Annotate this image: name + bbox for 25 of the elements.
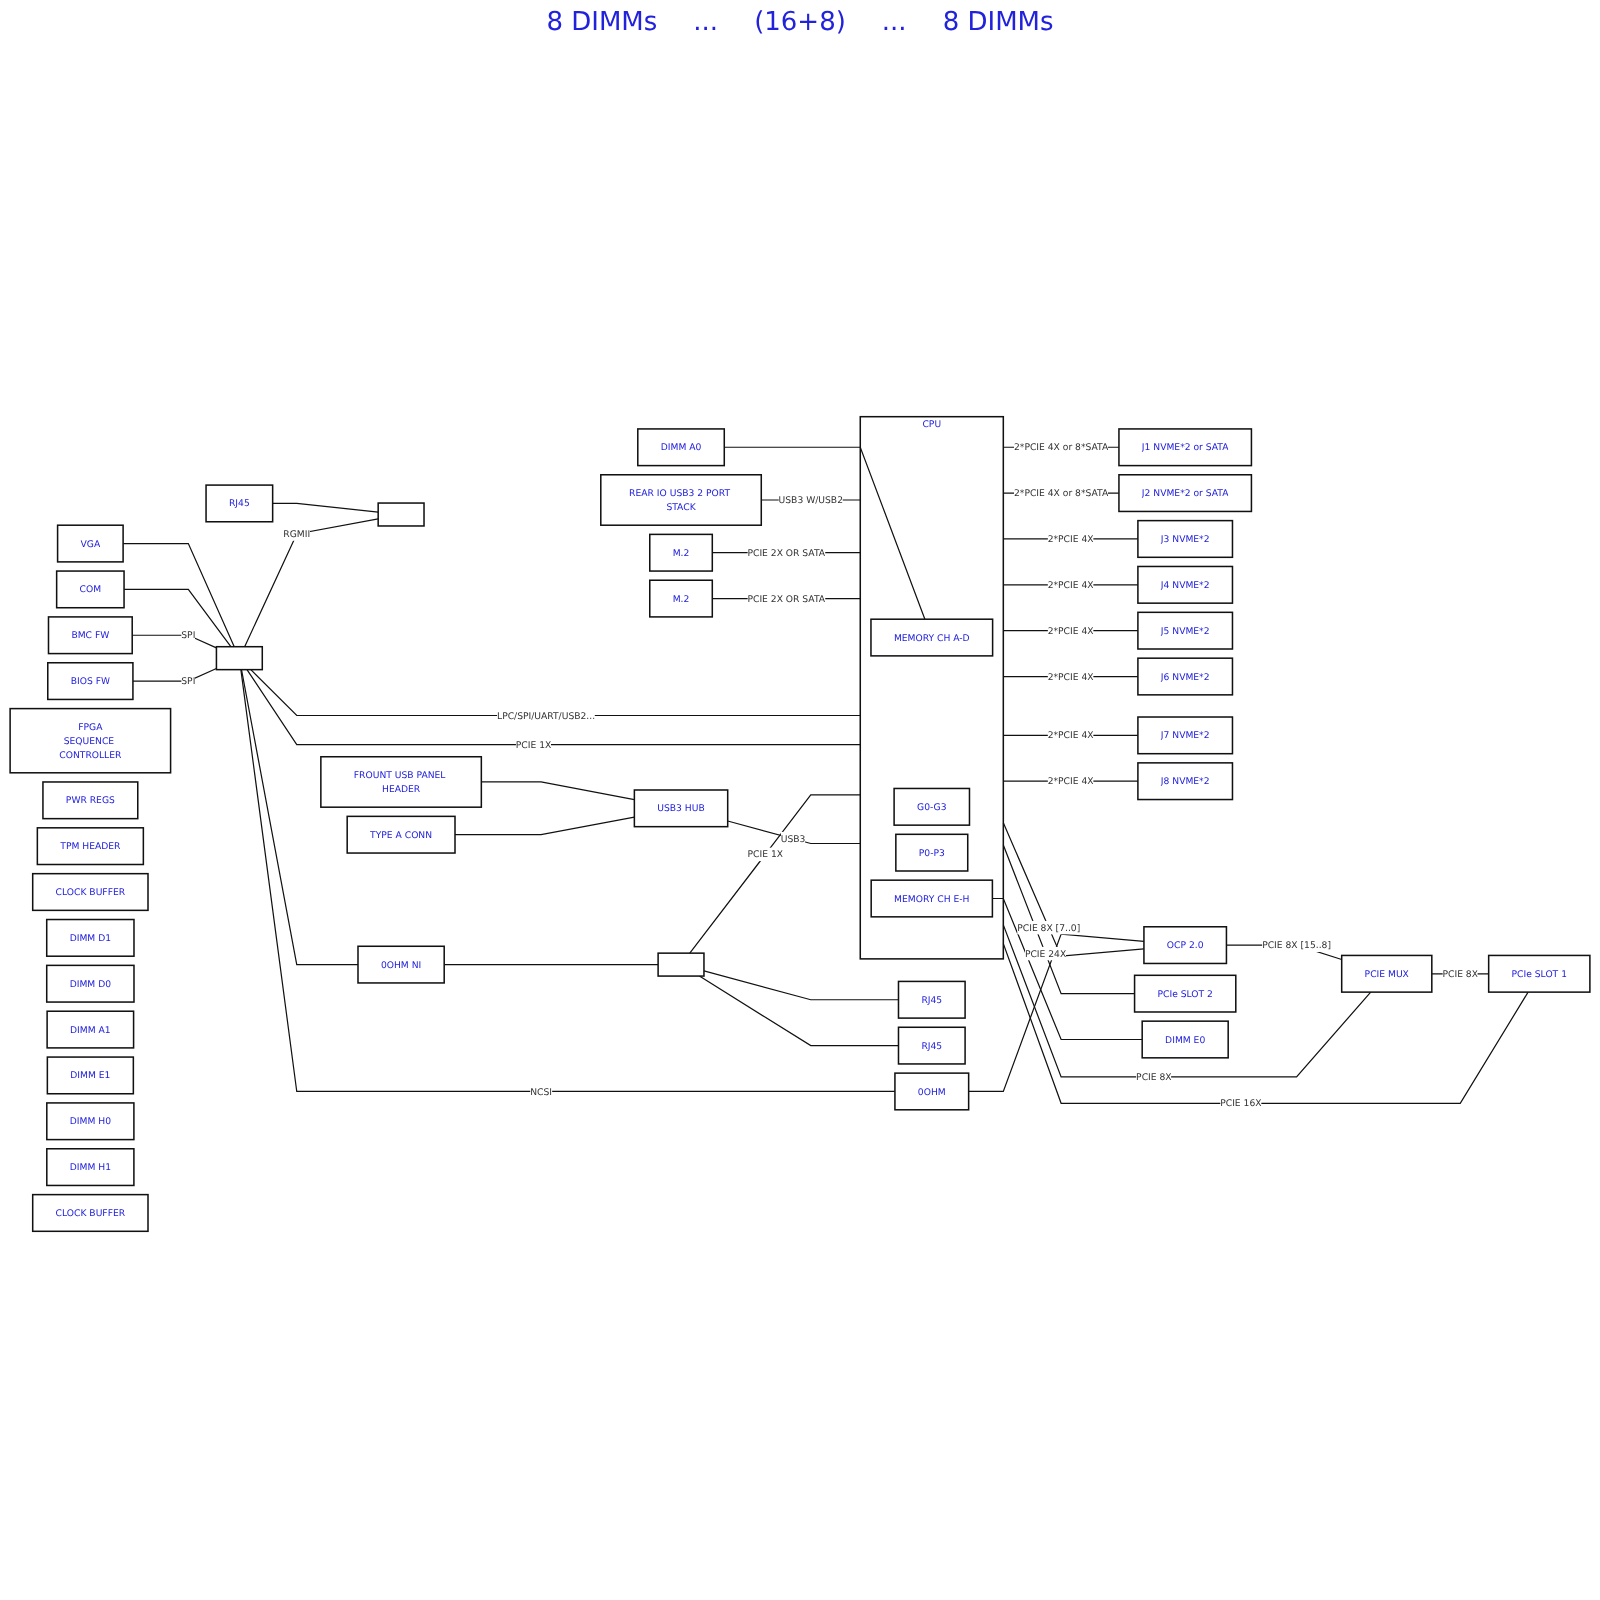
connector: [240, 668, 359, 965]
connector: [1002, 821, 1145, 956]
node-box: [215, 644, 264, 670]
connector: [968, 932, 1145, 1092]
connector: [454, 815, 635, 835]
note-text: 8 DIMMs: [942, 8, 1054, 38]
connector: [991, 896, 1143, 1040]
note-text: ...: [693, 8, 719, 38]
connector: [689, 793, 861, 953]
connector: [1002, 843, 1136, 994]
connector: [723, 445, 926, 619]
connector: [480, 780, 635, 800]
connector: [244, 517, 379, 647]
note-text: (16+8): [754, 8, 846, 38]
connector: [703, 969, 900, 1000]
connector: [1002, 923, 1372, 1077]
node-box: [377, 501, 425, 526]
note-text: ...: [881, 8, 907, 38]
connector: [727, 819, 861, 844]
connector: [443, 963, 659, 965]
note-text: 8 DIMMs: [546, 8, 658, 38]
node-box: [657, 951, 705, 976]
connector: [698, 974, 900, 1046]
connector: [272, 501, 379, 512]
connector: [132, 666, 218, 681]
